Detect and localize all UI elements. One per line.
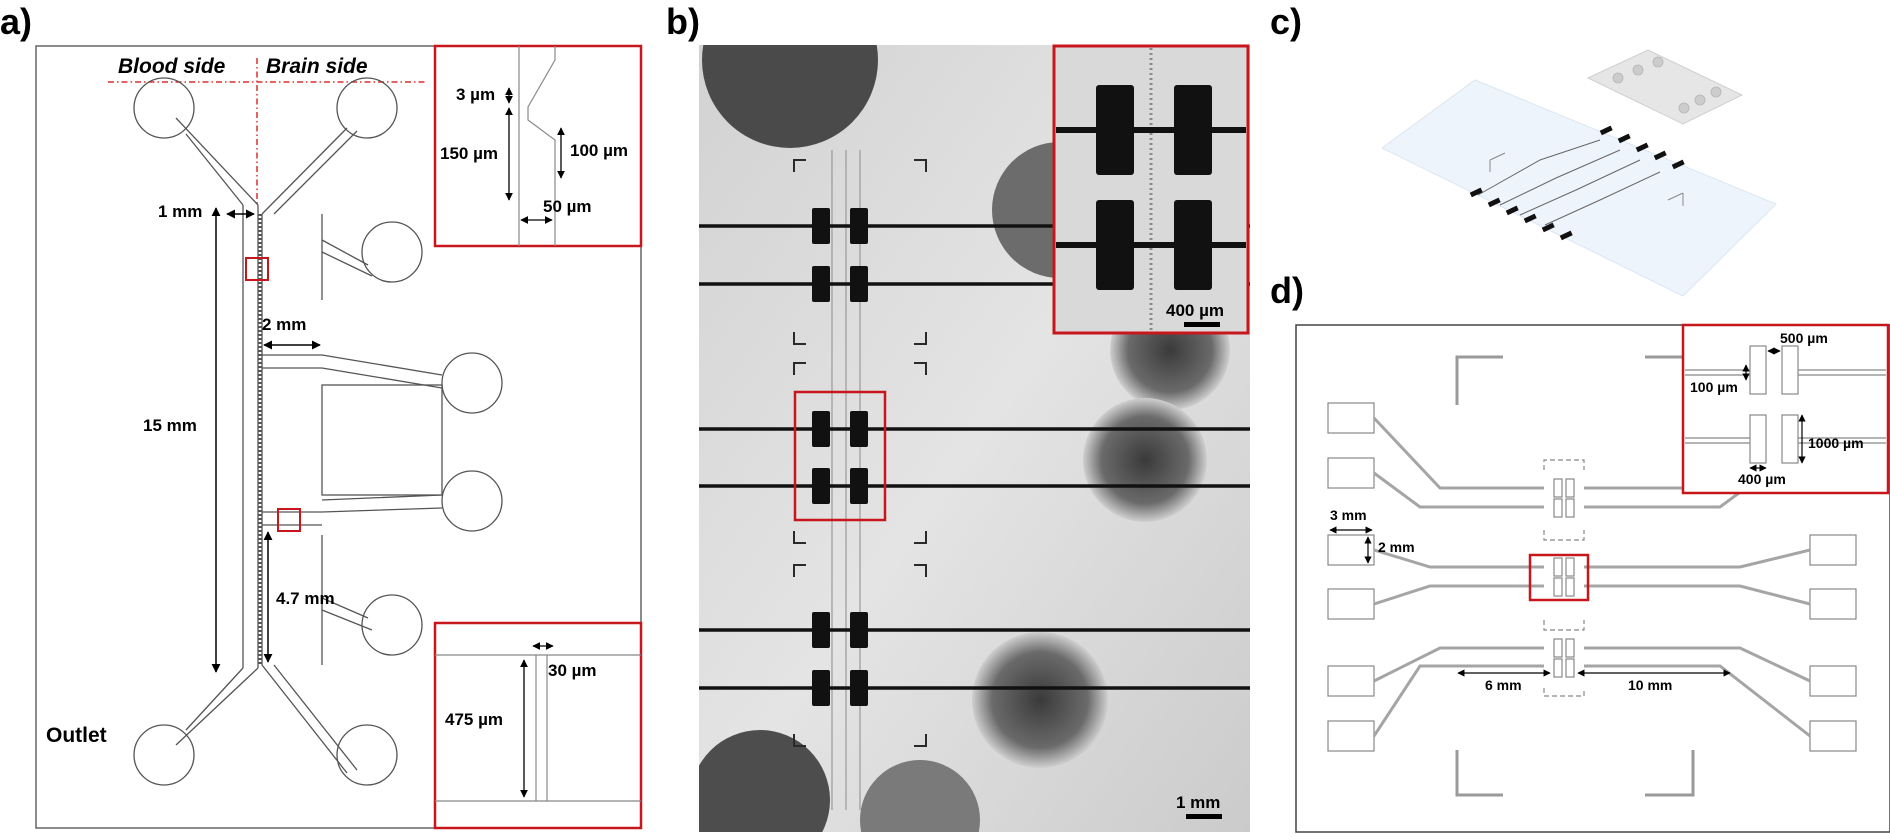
dim-2mm-label: 2 mm [262,315,306,334]
panel-d: d) [1270,270,1890,833]
inset-top-150um: 150 µm [440,144,498,163]
scale-bar-main [1186,814,1222,819]
inset-top-50um: 50 µm [543,197,592,216]
dim-2mm-d-label: 2 mm [1378,539,1415,555]
blood-side-title: Blood side [118,55,226,78]
dim-10mm: 10 mm [1577,669,1731,693]
chip-pdms-ports [1612,56,1722,114]
dim-6mm: 6 mm [1457,669,1551,693]
panel-d-label: d) [1270,270,1304,311]
brain-side-title: Brain side [266,55,368,78]
chip-pdms-3d [1586,49,1744,125]
dim-4-7mm-label: 4.7 mm [276,589,335,608]
highlight-box-top [245,257,269,281]
dim-3mm: 3 mm [1329,507,1373,534]
panel-b-label: b) [666,1,700,42]
inset-d-100um: 100 µm [1690,379,1738,395]
dim-2mm: 2 mm [262,315,321,350]
inset-bottom-475um: 475 µm [445,710,503,729]
panel-a: a) Blood side Brain side [0,1,643,830]
dim-1mm: 1 mm [158,202,255,221]
microelectrodes-d [1553,478,1575,678]
inset-d-500um: 500 µm [1780,330,1828,346]
highlight-box-bottom [277,508,301,532]
scale-bar-inset [1184,322,1220,327]
dim-15mm-label: 15 mm [143,416,197,435]
inset-bottom-30um: 30 µm [548,661,597,680]
inset-top-100um: 100 µm [570,141,628,160]
dim-10mm-label: 10 mm [1628,677,1672,693]
chip-3d-corners [1489,152,1684,206]
inset-b: 400 µm [1052,44,1250,335]
inset-bottom: 30 µm 475 µm [433,621,643,830]
inset-d-400um: 400 µm [1738,471,1786,487]
inset-top-3um: 3 µm [456,85,495,104]
dim-3mm-label: 3 mm [1330,507,1367,523]
inset-top: 3 µm 150 µm 100 µm 50 µm [433,44,643,248]
dim-15mm: 15 mm [143,207,221,673]
dim-6mm-label: 6 mm [1485,677,1522,693]
scale-bar-main-label: 1 mm [1176,793,1220,812]
dim-1mm-label: 1 mm [158,202,202,221]
chip-3d-electrodes [1469,125,1685,241]
dim-2mm-d: 2 mm [1364,536,1415,564]
inset-d-1000um: 1000 µm [1808,435,1864,451]
scale-bar-inset-label: 400 µm [1166,301,1224,320]
inset-d: 500 µm 100 µm 1000 µm 400 µm [1681,323,1890,495]
dim-4-7mm: 4.7 mm [263,531,335,663]
panel-b: b) [666,1,1250,832]
outlet-label: Outlet [46,724,107,747]
highlight-box-d [1528,553,1590,602]
chip-3d-channels [1477,139,1661,226]
panel-c: c) [1270,1,1777,297]
chip-substrate-3d [1381,79,1777,297]
chip-channel-outline [133,77,503,786]
panel-c-label: c) [1270,1,1302,42]
highlight-box-b [793,390,887,522]
microfluidic-channel-dashed [1543,459,1585,697]
panel-a-label: a) [0,1,32,42]
